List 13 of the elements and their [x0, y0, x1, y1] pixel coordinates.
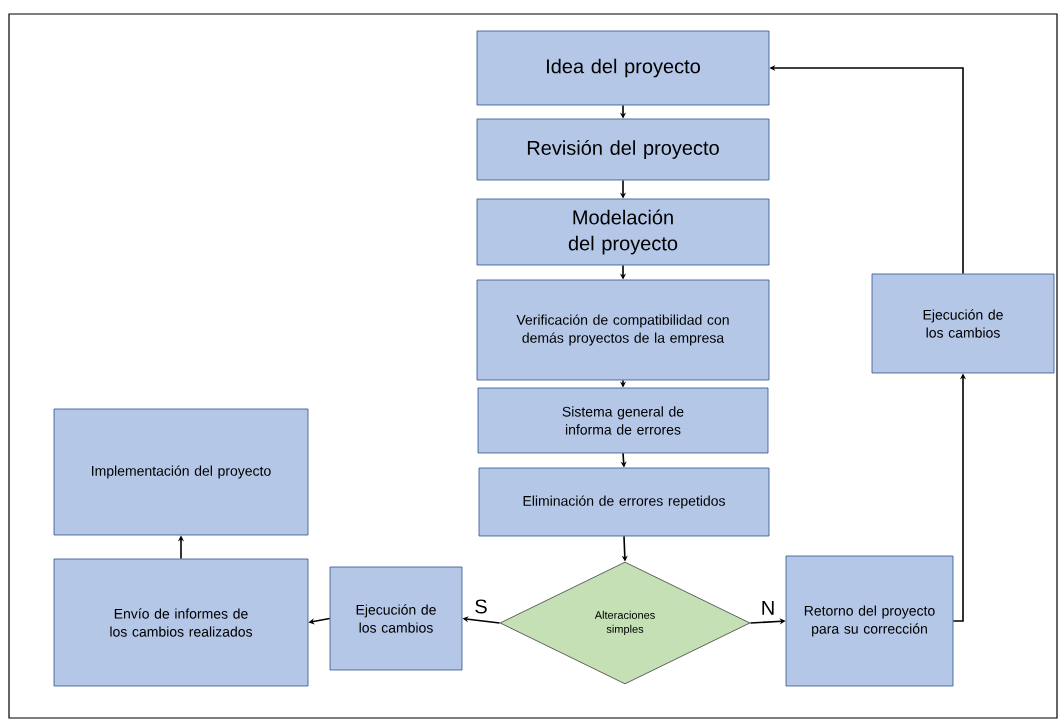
process-box: Idea del proyecto: [476, 30, 770, 106]
process-box: Eliminación de errores repetidos: [478, 467, 770, 537]
process-box: Retorno del proyecto para su corrección: [785, 555, 954, 687]
process-box: Ejecución de los cambios: [329, 566, 463, 671]
process-box: Verificación de compatibilidad con demás proyectos de la empresa: [476, 279, 770, 381]
edge-label: S: [475, 599, 487, 614]
process-box: Sistema general de informa de errores: [477, 387, 769, 454]
process-box: Revisión del proyecto: [476, 118, 770, 181]
process-box: Implementación del proyecto: [53, 408, 309, 536]
process-box: Ejecución de los cambios: [871, 273, 1055, 374]
edge-label: N: [762, 601, 774, 615]
process-box: Modelación del proyecto: [476, 198, 770, 266]
process-box: Envío de informes de los cambios realizados: [53, 558, 309, 687]
